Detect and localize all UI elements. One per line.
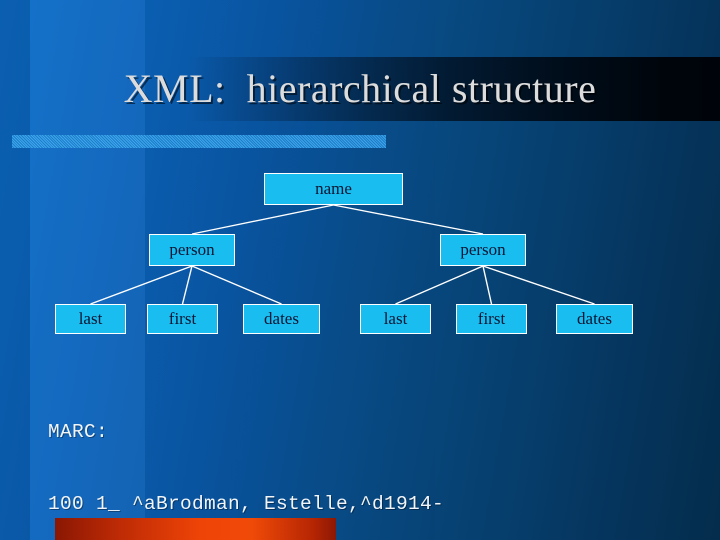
tree-edge (191, 204, 334, 235)
tree-edge (395, 265, 484, 305)
marc-line: 100 1_ ^aBrodman, Estelle,^d1914- (48, 493, 445, 515)
tree-node-label: name (315, 179, 352, 198)
marc-record-text: MARC: 100 1_ ^aBrodman, Estelle,^d1914- … (48, 372, 540, 540)
tree-node-label: first (168, 309, 197, 328)
tree-node-label: person (460, 240, 506, 259)
marc-line: MARC: (48, 421, 109, 443)
tree-node-name: name (264, 173, 403, 205)
tree-node-label: last (78, 309, 103, 328)
tree-edge (181, 265, 193, 305)
tree-edge (333, 204, 484, 235)
tree-edge (482, 265, 595, 305)
bottom-accent-bar (55, 518, 336, 540)
tree-node-label: dates (264, 309, 299, 328)
tree-node-label: dates (577, 309, 612, 328)
tree-node-label: first (477, 309, 506, 328)
tree-node-dates2: dates (556, 304, 633, 334)
slide-title: XML: hierarchical structure (123, 66, 597, 111)
tree-node-last1: last (55, 304, 126, 334)
tree-node-label: last (383, 309, 408, 328)
tree-node-person2: person (440, 234, 526, 266)
title-band (0, 57, 720, 121)
tree-edge (191, 265, 282, 305)
tree-node-label: person (169, 240, 215, 259)
title-underline-divider (12, 135, 386, 148)
tree-node-first2: first (456, 304, 527, 334)
tree-edge (482, 265, 493, 305)
tree-node-first1: first (147, 304, 218, 334)
tree-node-dates1: dates (243, 304, 320, 334)
tree-node-person1: person (149, 234, 235, 266)
tree-node-last2: last (360, 304, 431, 334)
tree-edge (90, 265, 193, 305)
